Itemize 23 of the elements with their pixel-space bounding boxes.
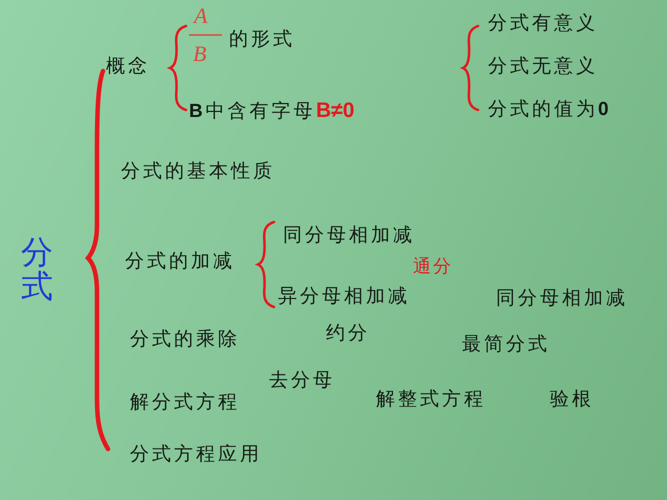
- fraction-denominator: B: [193, 41, 206, 66]
- subtopic-label: 解整式方程: [376, 389, 486, 411]
- topic-label: 分式的基本性质: [121, 161, 275, 183]
- subtopic-label: 同分母相加减: [496, 288, 628, 310]
- subtopic-label: B中含有字母: [189, 101, 316, 123]
- subtopic-label: 验根: [550, 389, 594, 411]
- subtopic-label: 的形式: [229, 29, 295, 51]
- subtopic-label: 分式有意义: [488, 13, 598, 35]
- topic-label: 概念: [106, 56, 150, 78]
- fraction-numerator: A: [194, 3, 208, 28]
- topic-label: 分式的加减: [125, 251, 235, 273]
- topic-label: 分式的乘除: [130, 329, 240, 351]
- subtopic-label: 去分母: [269, 370, 335, 392]
- subtopic-label: 分式无意义: [488, 56, 598, 78]
- topic-label: 解分式方程: [130, 392, 240, 414]
- root-topic: 分式: [21, 236, 53, 304]
- subtopic-label: 通分: [413, 256, 453, 277]
- subtopic-label: 同分母相加减: [283, 225, 415, 247]
- subtopic-label: 最简分式: [462, 334, 550, 356]
- subtopic-label: 异分母相加减: [278, 286, 410, 308]
- subtopic-label: 约分: [326, 323, 370, 345]
- topic-label: 分式方程应用: [130, 444, 262, 466]
- condition-label: B≠0: [316, 99, 354, 124]
